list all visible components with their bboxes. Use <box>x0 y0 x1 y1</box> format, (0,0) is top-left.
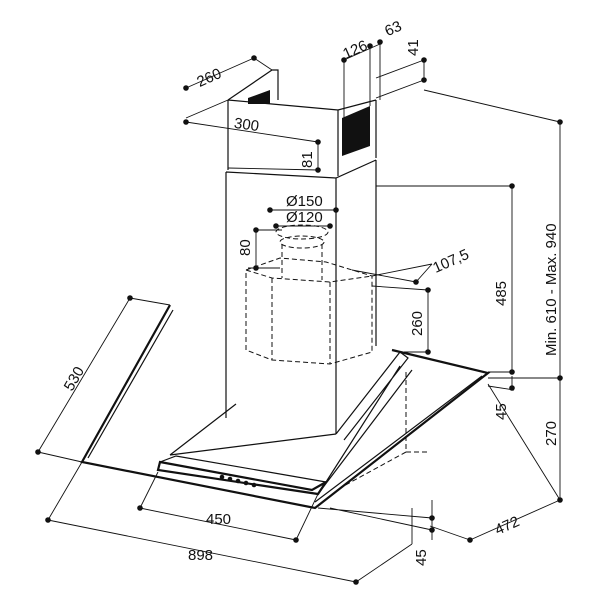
chimney-upper <box>227 69 377 176</box>
label-898: 898 <box>188 547 213 564</box>
label-45-bottom: 45 <box>413 549 430 566</box>
hidden-outline <box>245 224 430 489</box>
vent-grille <box>248 90 370 156</box>
label-45-right: 45 <box>493 403 510 420</box>
control-buttons <box>219 474 257 488</box>
label-diameter-150: Ø150 <box>286 193 323 210</box>
label-min-max: Min. 610 - Max. 940 <box>543 223 560 356</box>
label-270: 270 <box>543 421 560 446</box>
glass-canopy-inner <box>87 309 483 503</box>
glass-canopy <box>80 304 491 510</box>
label-80: 80 <box>237 239 254 256</box>
dimension-lines <box>35 39 563 585</box>
label-260-side: 260 <box>409 311 426 336</box>
label-126: 126 <box>340 37 370 63</box>
label-485: 485 <box>493 281 510 306</box>
label-81: 81 <box>299 151 316 168</box>
label-472: 472 <box>492 513 522 539</box>
chimney-lower <box>225 159 377 434</box>
label-diameter-120: Ø120 <box>286 209 323 226</box>
hood-outline <box>80 69 491 510</box>
dimension-labels: 260 300 126 63 41 81 Ø150 Ø120 80 107,5 … <box>61 18 560 566</box>
label-300: 300 <box>233 115 260 135</box>
label-63: 63 <box>382 18 404 40</box>
label-41: 41 <box>405 39 422 56</box>
label-260-top: 260 <box>194 65 224 91</box>
label-107-5: 107,5 <box>430 246 471 277</box>
label-450: 450 <box>206 511 231 528</box>
label-530: 530 <box>61 364 88 394</box>
